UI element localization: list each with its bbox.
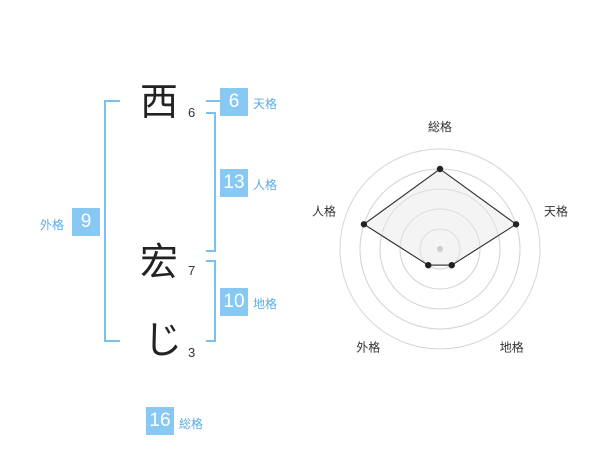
tenkaku-badge: 6 [220, 88, 248, 116]
gaikaku-bracket [104, 100, 120, 342]
chikaku-bracket [206, 260, 216, 342]
soukaku-badge: 16 [146, 407, 174, 435]
radar-point-5 [360, 221, 368, 228]
radar-ring-overlay [399, 208, 481, 290]
radar-ring-overlay [419, 228, 461, 270]
chikaku-label: 地格 [253, 297, 278, 311]
radar-point-4 [425, 261, 432, 269]
tenkaku-bracket-tick [206, 100, 220, 102]
radar-axis-label-4: 外格 [356, 340, 380, 355]
tenkaku-label: 天格 [253, 97, 278, 111]
jinkaku-badge: 13 [220, 169, 248, 197]
gaikaku-label: 外格 [40, 218, 65, 232]
stroke-count-3: 3 [188, 345, 196, 360]
radar-outline [363, 168, 517, 266]
stroke-count-1: 6 [188, 105, 196, 120]
jinkaku-bracket [206, 112, 216, 252]
radar-axis-label-2: 天格 [544, 203, 568, 218]
soukaku-label: 総格 [179, 417, 204, 431]
radar-point-2 [512, 221, 520, 228]
radar-ring-overlay [379, 188, 501, 310]
radar-center [437, 246, 443, 252]
radar-point-3 [448, 261, 455, 269]
radar-axis-label-5: 人格 [312, 203, 336, 218]
radar-axis-label-3: 地格 [500, 340, 524, 355]
gaikaku-badge: 9 [72, 208, 100, 236]
radar-axis-label-1: 総格 [428, 119, 452, 134]
name-char-2: 宏 [140, 240, 179, 284]
stroke-count-2: 7 [188, 263, 196, 278]
chikaku-badge: 10 [220, 288, 248, 316]
radar-point-1 [436, 165, 444, 173]
jinkaku-label: 人格 [253, 178, 278, 192]
name-char-3: じ [144, 318, 183, 362]
name-char-1: 西 [140, 80, 179, 124]
